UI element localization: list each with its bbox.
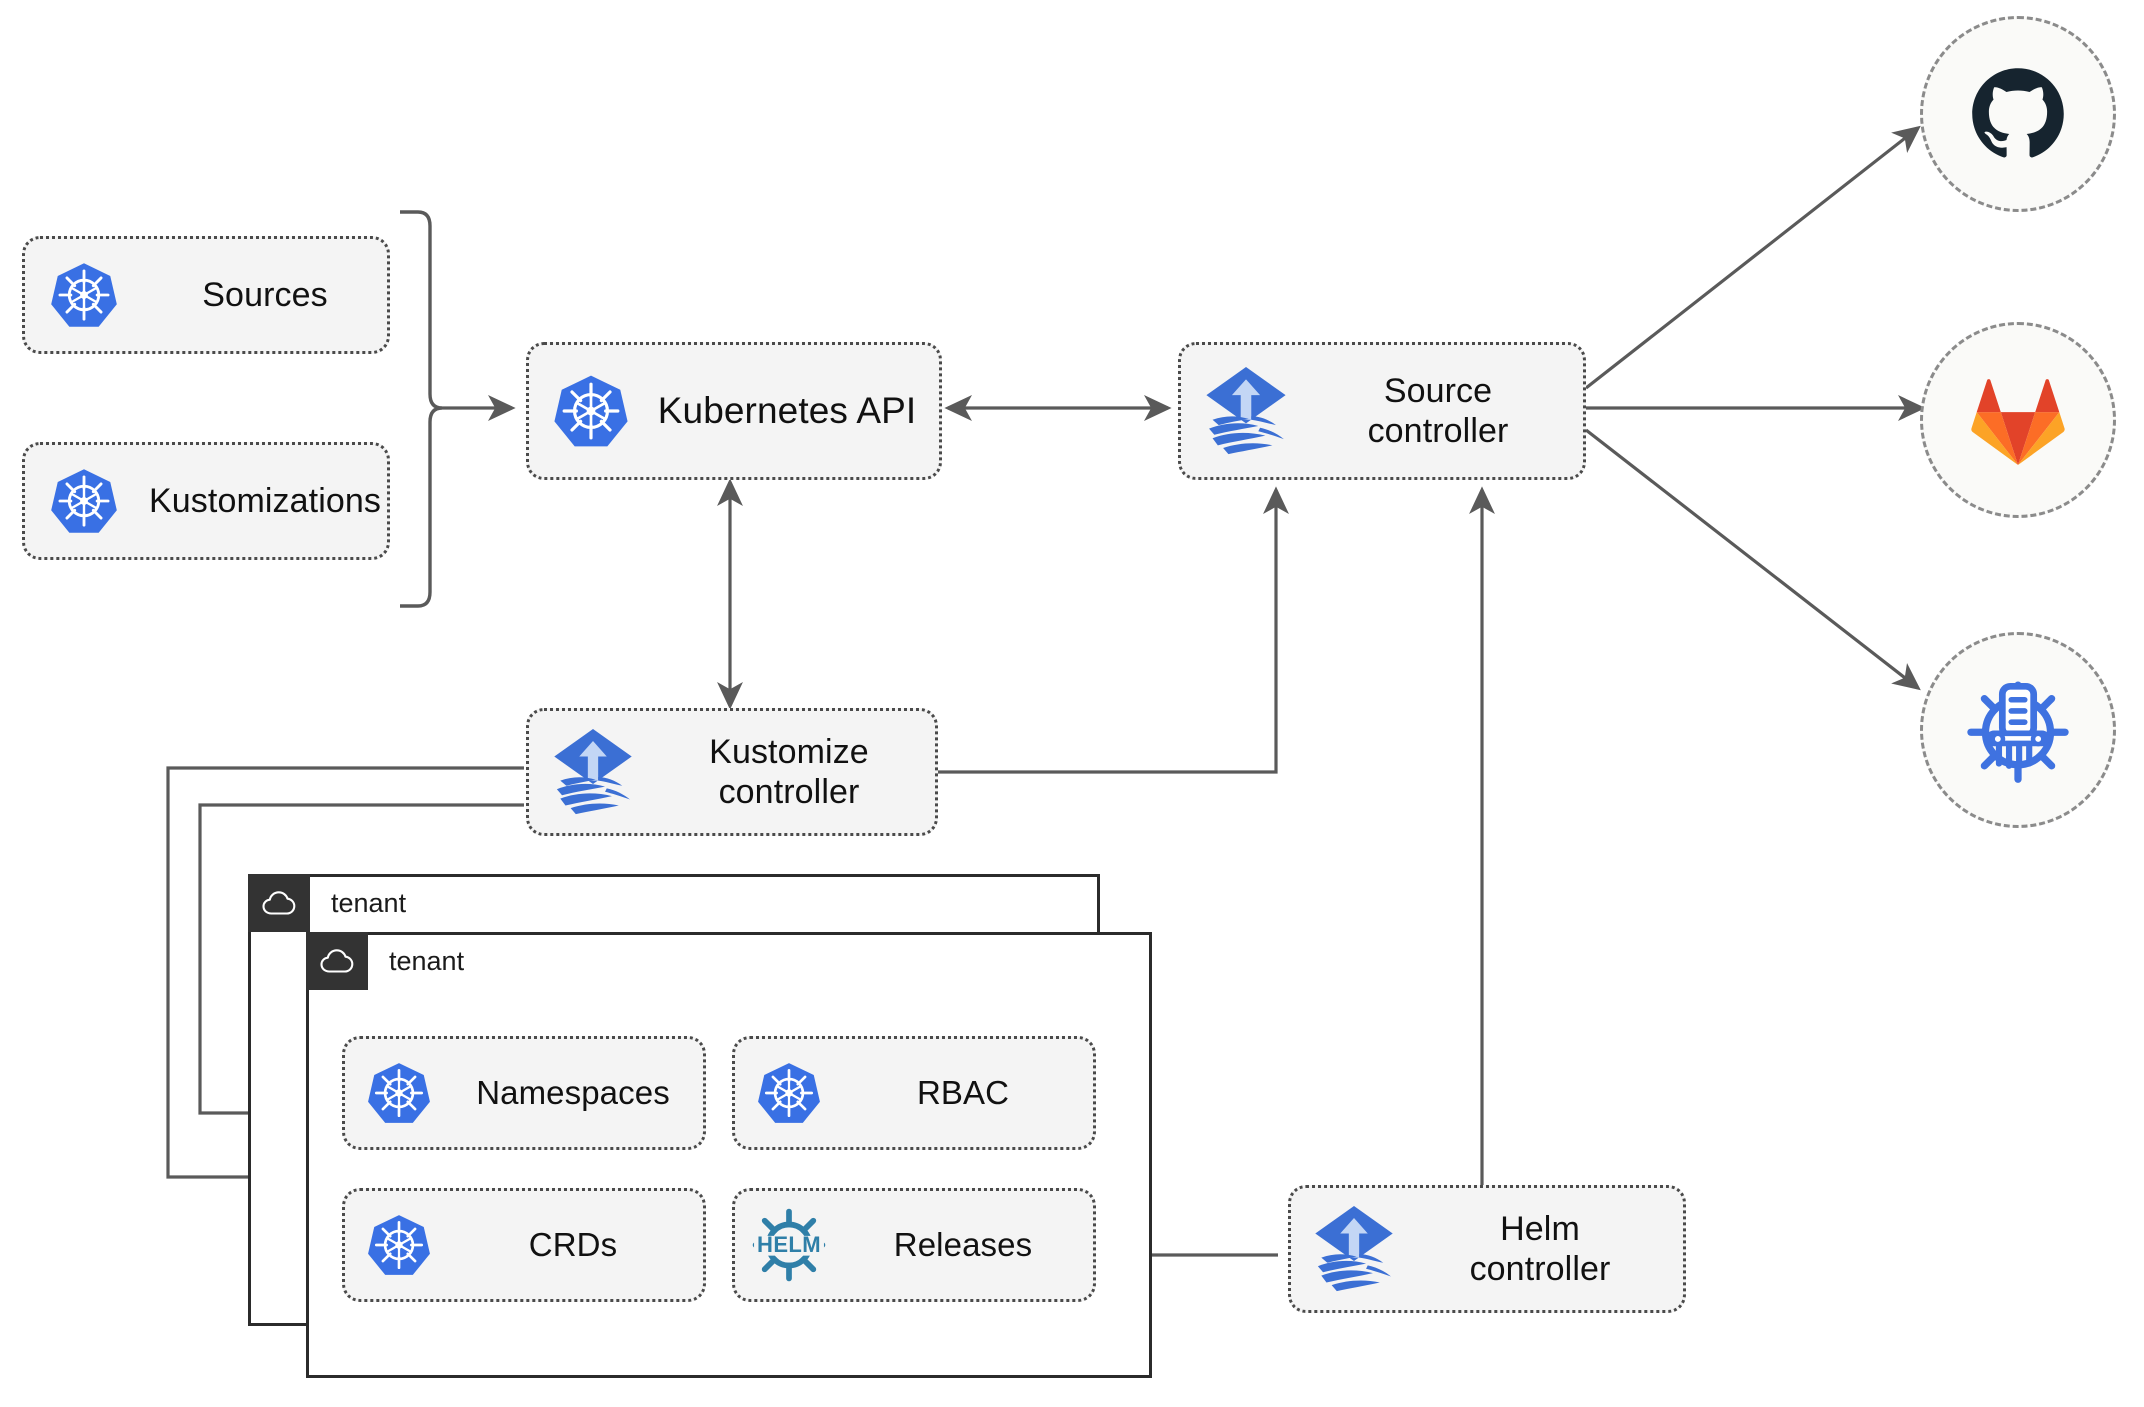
node-releases[interactable]: HELM Releases <box>732 1188 1096 1302</box>
wire-sourcectrl-bucket <box>1585 428 1921 691</box>
node-kustomizations[interactable]: Kustomizations <box>22 442 390 560</box>
kubernetes-icon <box>529 372 653 450</box>
tenant-inner-container: tenant <box>306 932 1152 1378</box>
flux-icon <box>1181 365 1311 457</box>
node-kubernetes-api-label: Kubernetes API <box>657 390 917 432</box>
cloud-icon <box>306 932 368 990</box>
node-source-controller[interactable]: Source controller <box>1178 342 1586 480</box>
wire-kustomizectrl-sourcectrl <box>938 486 1289 774</box>
flux-icon <box>1291 1204 1417 1294</box>
node-kustomizations-label: Kustomizations <box>149 481 381 520</box>
kubernetes-icon <box>735 1060 843 1126</box>
node-sources[interactable]: Sources <box>22 236 390 354</box>
provider-github[interactable] <box>1920 16 2116 212</box>
node-kustomize-controller-label: Kustomize controller <box>709 732 869 811</box>
provider-bucket[interactable] <box>1920 632 2116 828</box>
node-crds-label: CRDs <box>528 1225 618 1263</box>
bucket-icon <box>1967 681 2069 783</box>
provider-gitlab[interactable] <box>1920 322 2116 518</box>
gitlab-icon <box>1971 379 2065 465</box>
node-releases-label: Releases <box>893 1225 1033 1263</box>
kubernetes-icon <box>345 1060 453 1126</box>
node-source-controller-label: Source controller <box>1367 371 1509 450</box>
tenant-outer-label: tenant <box>331 887 407 918</box>
tenant-inner-label: tenant <box>389 945 465 976</box>
node-namespaces[interactable]: Namespaces <box>342 1036 706 1150</box>
kubernetes-icon <box>25 466 143 536</box>
svg-text:HELM: HELM <box>757 1232 821 1257</box>
helm-icon: HELM <box>735 1207 843 1283</box>
wire-sourcectrl-github <box>1585 125 1921 390</box>
kubernetes-icon <box>345 1212 453 1278</box>
github-icon <box>1972 68 2064 158</box>
node-rbac-label: RBAC <box>916 1073 1010 1111</box>
flux-icon <box>529 727 657 817</box>
kubernetes-icon <box>25 260 143 330</box>
node-namespaces-label: Namespaces <box>476 1073 670 1111</box>
node-kustomize-controller[interactable]: Kustomize controller <box>526 708 938 836</box>
group-bracket <box>400 210 443 608</box>
node-rbac[interactable]: RBAC <box>732 1036 1096 1150</box>
node-kubernetes-api[interactable]: Kubernetes API <box>526 342 942 480</box>
cloud-icon <box>248 874 310 932</box>
node-crds[interactable]: CRDs <box>342 1188 706 1302</box>
node-sources-label: Sources <box>202 275 328 314</box>
node-helm-controller[interactable]: Helm controller <box>1288 1185 1686 1313</box>
node-helm-controller-label: Helm controller <box>1469 1209 1611 1288</box>
